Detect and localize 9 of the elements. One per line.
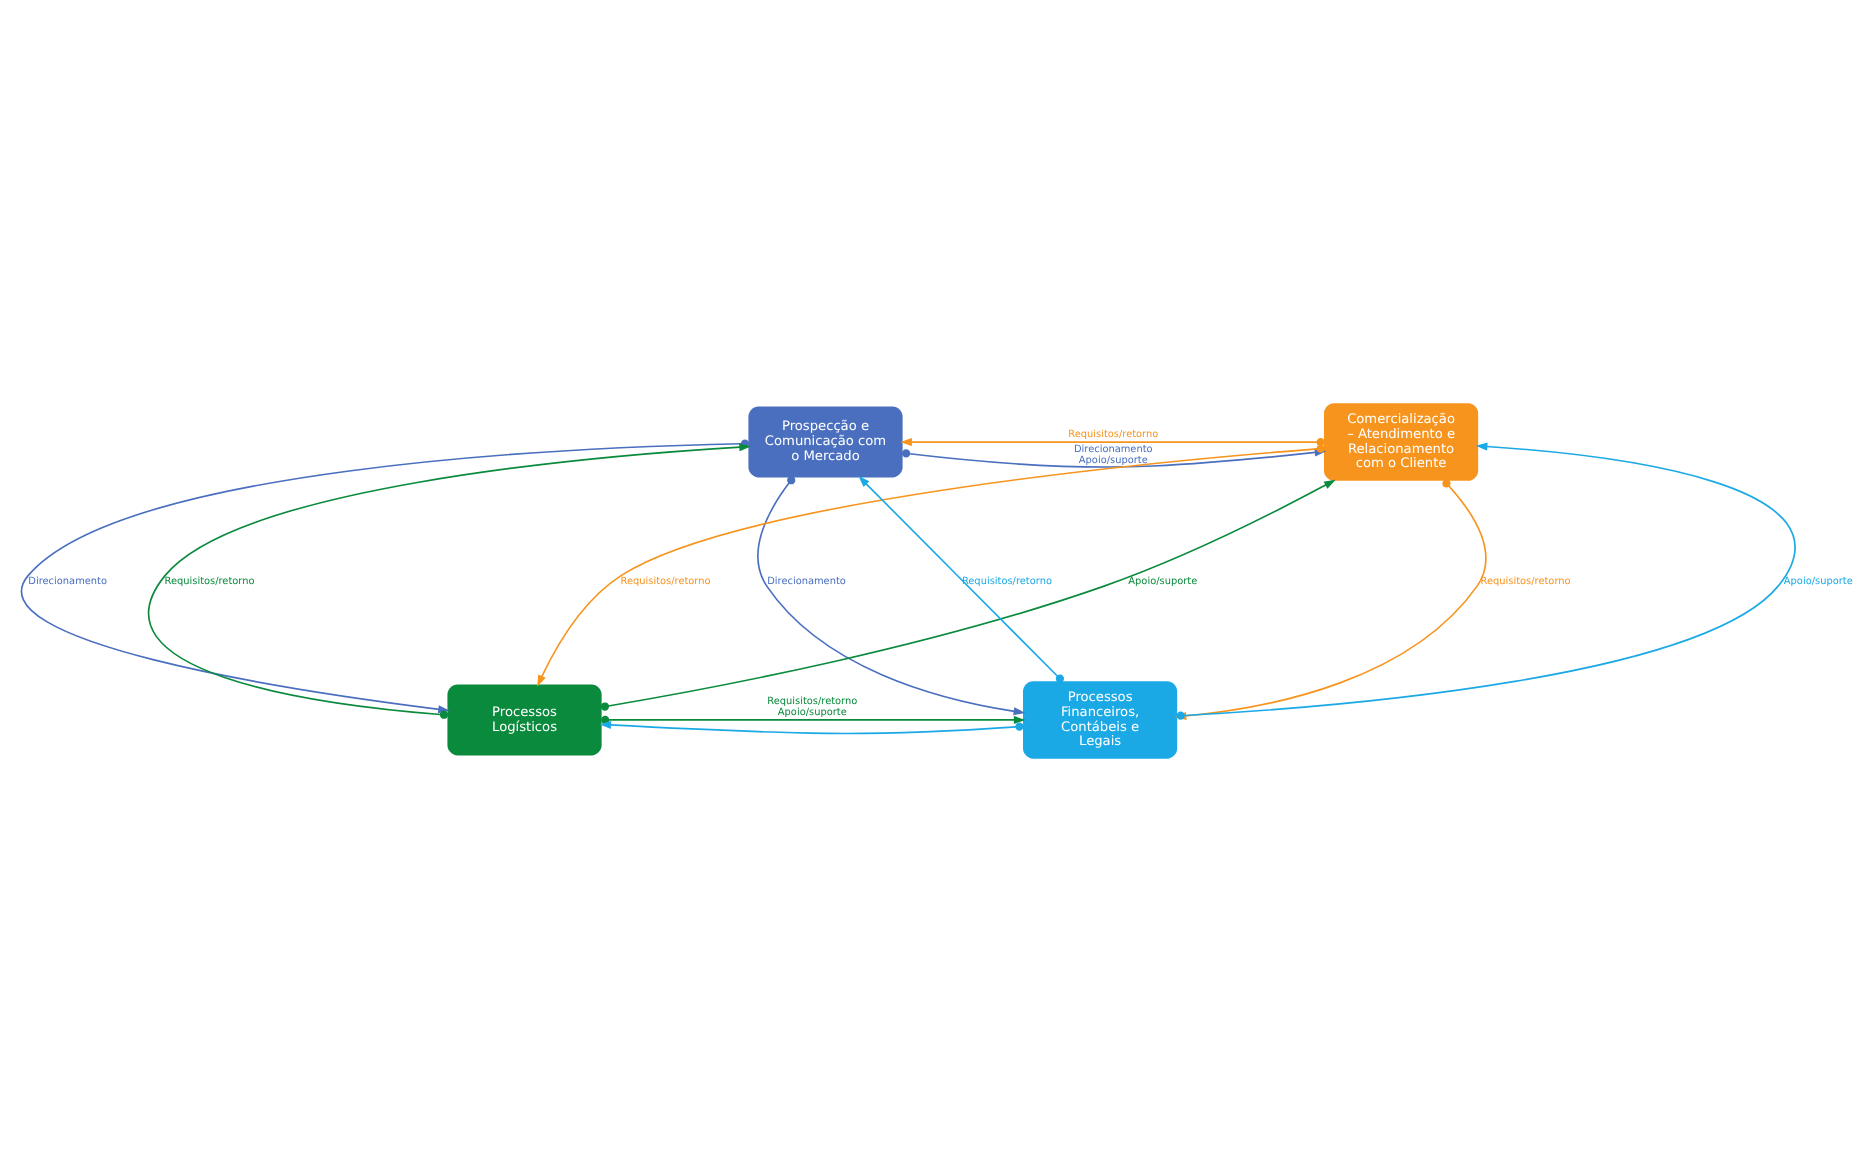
arrow <box>900 437 1325 447</box>
arrow <box>601 715 1026 725</box>
arrow <box>1174 479 1487 720</box>
arrow <box>858 475 1065 683</box>
arrow <box>757 476 1026 716</box>
arrow <box>148 443 751 719</box>
arrow <box>599 720 1024 735</box>
arrow <box>1176 442 1796 720</box>
arrow <box>600 479 1336 711</box>
